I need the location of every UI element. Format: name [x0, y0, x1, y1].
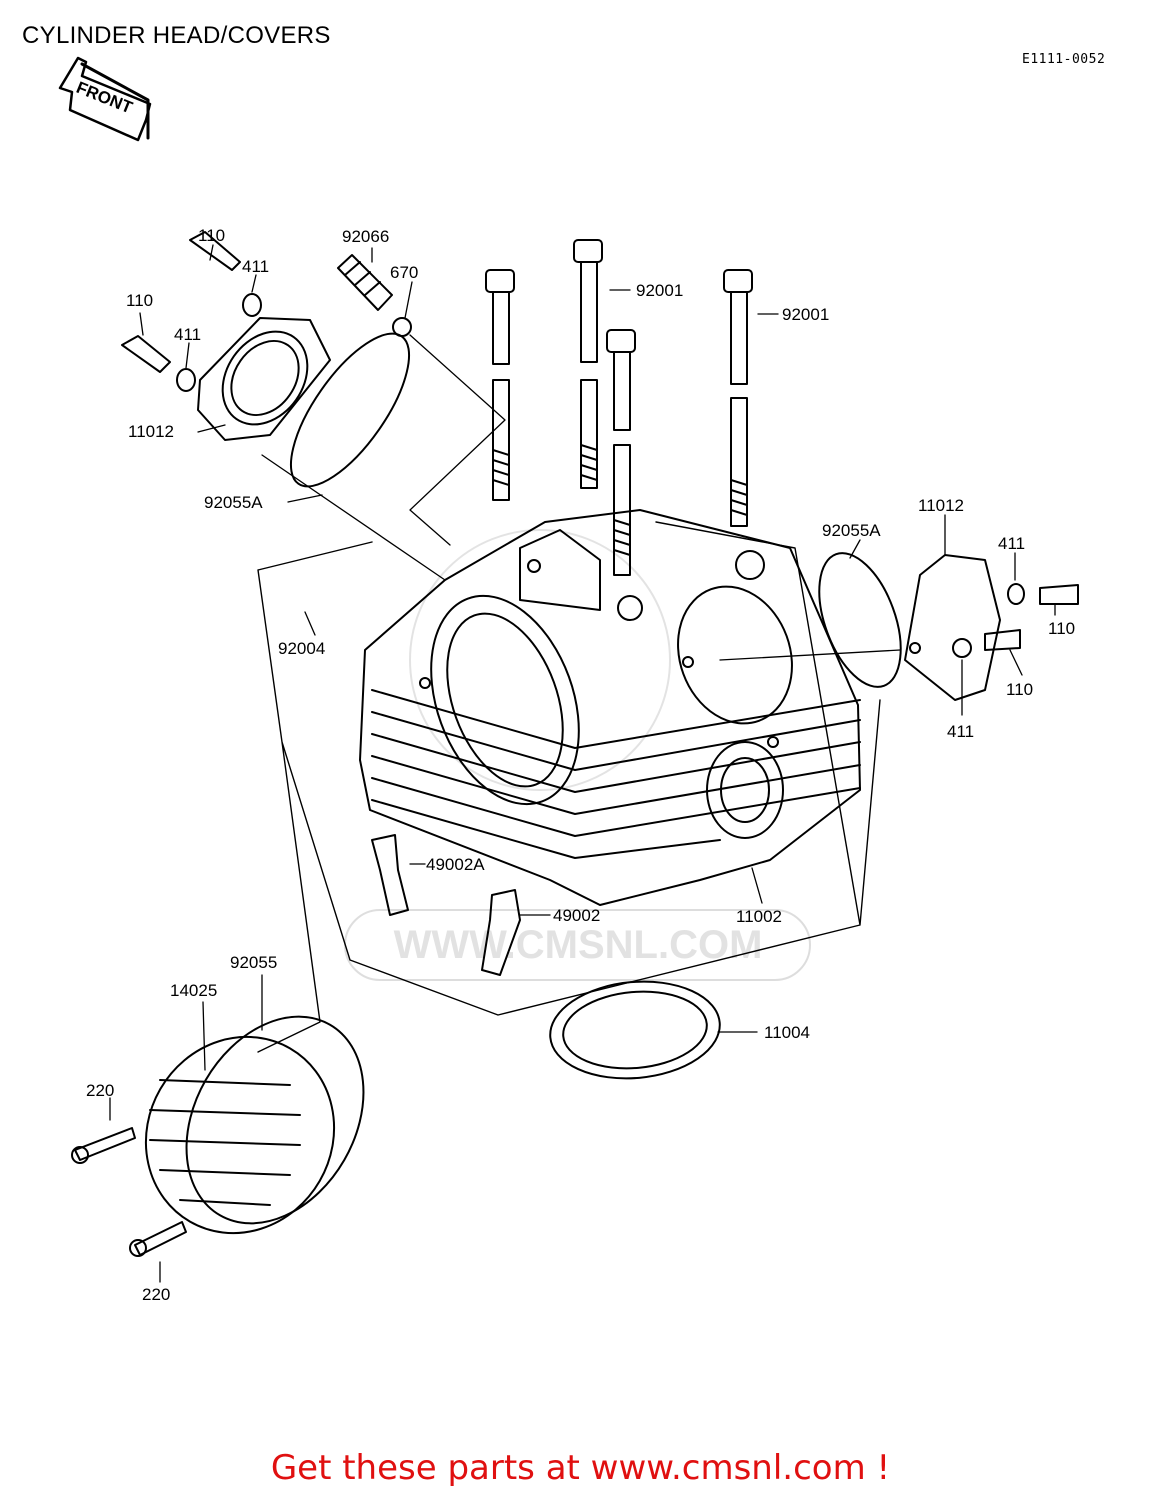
tappet-cover-right [818, 552, 1079, 701]
label-oring-92055A: 92055A [822, 521, 881, 540]
label-washer-411: 411 [947, 722, 974, 741]
label-screw-220: 220 [142, 1285, 170, 1304]
fitting-92066 [337, 254, 412, 337]
label-guide-49002: 49002 [553, 906, 600, 925]
part-number-labels: 110 411 110 411 11012 92055A 92066 670 9… [86, 226, 1075, 1304]
label-bolt-110: 110 [126, 291, 153, 310]
head-gasket-11004 [549, 980, 721, 1080]
label-oring-670: 670 [390, 263, 418, 282]
label-washer-411: 411 [242, 257, 269, 276]
label-head-11002: 11002 [736, 907, 782, 926]
stud-92001 [485, 239, 753, 576]
footer-cta-link[interactable]: Get these parts at www.cmsnl.com ! [270, 1448, 891, 1488]
front-label: FRONT [74, 78, 136, 118]
label-bolt-110: 110 [198, 226, 225, 245]
label-gasket-11004: 11004 [764, 1023, 810, 1042]
assembly-outline [257, 521, 881, 1053]
label-pin-92004: 92004 [278, 639, 325, 658]
label-oring-92055: 92055 [230, 953, 277, 972]
label-bolt-110: 110 [1048, 619, 1075, 638]
label-cover-11012: 11012 [128, 422, 174, 441]
leader-lines [109, 244, 1056, 1283]
label-guide-49002A: 49002A [426, 855, 485, 874]
label-stud-92001: 92001 [782, 305, 829, 324]
diagram-code: E1111-0052 [1022, 52, 1106, 67]
label-oring-92055A: 92055A [204, 493, 263, 512]
cap-14025 [71, 1015, 365, 1257]
label-stud-92001: 92001 [636, 281, 683, 300]
label-washer-411: 411 [998, 534, 1025, 553]
label-bolt-110: 110 [1006, 680, 1033, 699]
page-title: CYLINDER HEAD/COVERS [22, 22, 331, 49]
front-arrow-icon: FRONT [58, 56, 152, 142]
cylinder-head [359, 509, 861, 906]
label-cap-14025: 14025 [170, 981, 217, 1000]
tappet-cover-left [121, 231, 411, 488]
label-screw-220: 220 [86, 1081, 114, 1100]
valve-guides [371, 834, 521, 976]
watermark-text: WWW.CMSNL.COM [394, 923, 763, 967]
label-washer-411: 411 [174, 325, 201, 344]
watermark: WWW.CMSNL.COM [344, 529, 811, 981]
label-fitting-92066: 92066 [342, 227, 389, 246]
label-cover-11012: 11012 [918, 496, 964, 515]
